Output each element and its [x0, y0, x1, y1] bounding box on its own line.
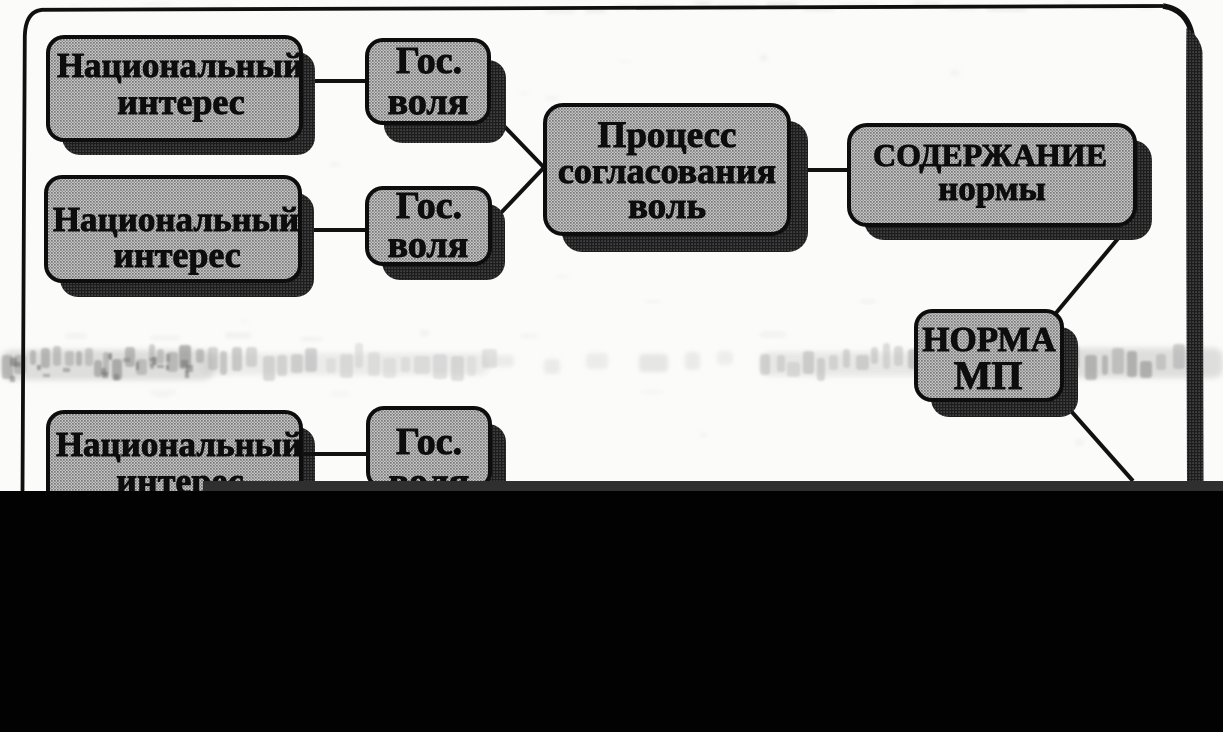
svg-text:НОРМА: НОРМА: [922, 320, 1056, 359]
svg-text:согласования: согласования: [558, 151, 776, 191]
svg-text:интерес: интерес: [117, 82, 245, 122]
svg-text:МП: МП: [954, 353, 1023, 398]
svg-text:Гос.: Гос.: [396, 421, 462, 463]
svg-text:нормы: нормы: [938, 169, 1046, 208]
svg-text:воля: воля: [388, 224, 469, 266]
svg-text:Гос.: Гос.: [396, 185, 462, 227]
svg-text:Национальный: Национальный: [56, 425, 302, 464]
svg-text:воль: воль: [628, 186, 706, 227]
svg-text:интерес: интерес: [113, 235, 241, 275]
svg-text:Гос.: Гос.: [396, 40, 462, 82]
svg-text:СОДЕРЖАНИЕ: СОДЕРЖАНИЕ: [873, 137, 1107, 173]
svg-text:Национальный: Национальный: [57, 46, 303, 85]
svg-text:воля: воля: [388, 81, 469, 123]
svg-text:Национальный: Национальный: [53, 200, 299, 239]
svg-text:Процесс: Процесс: [598, 115, 737, 156]
